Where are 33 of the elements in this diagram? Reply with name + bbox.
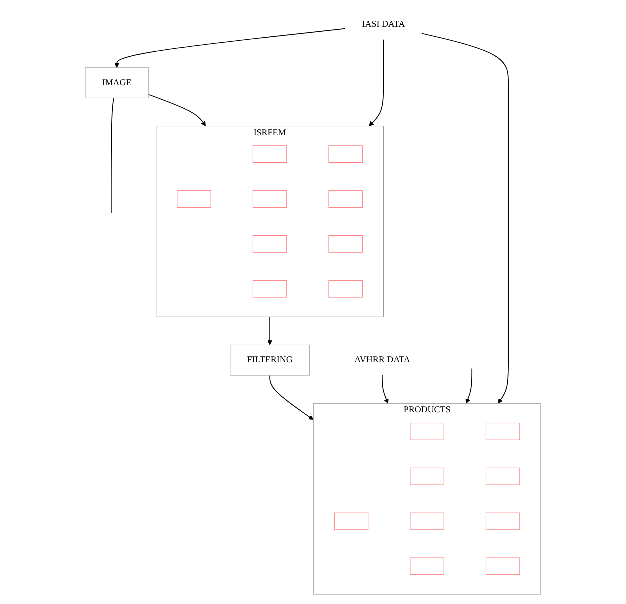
node-box [334,512,368,530]
node-box [328,190,363,208]
arrow [421,33,509,404]
node-box [486,468,520,486]
node-box [410,558,444,576]
node-box: FILTERING [230,344,310,376]
node-box [410,422,444,440]
node-box [410,468,444,486]
node-box [328,235,363,253]
arrow [114,28,346,68]
cluster: PRODUCTS [313,403,542,595]
arrow [466,368,472,404]
cluster: ISRFEM [156,126,384,318]
node-box [328,146,363,164]
arrow [368,39,384,126]
connector [110,98,114,214]
node-box [252,146,287,164]
node-box [410,512,444,530]
arrow [148,94,206,126]
node-box [176,190,212,208]
node-box [486,422,520,440]
arrow [382,375,389,404]
node-box [328,280,363,298]
node-box [252,190,287,208]
node-box [486,558,520,576]
node-text: IASI DATA [362,20,405,30]
node-box [252,280,287,298]
node-box [486,512,520,530]
node-text: AVHRR DATA [354,355,410,365]
arrow [267,316,272,346]
node-box [252,235,287,253]
arrow [269,375,314,420]
node-box: IMAGE [84,68,149,98]
